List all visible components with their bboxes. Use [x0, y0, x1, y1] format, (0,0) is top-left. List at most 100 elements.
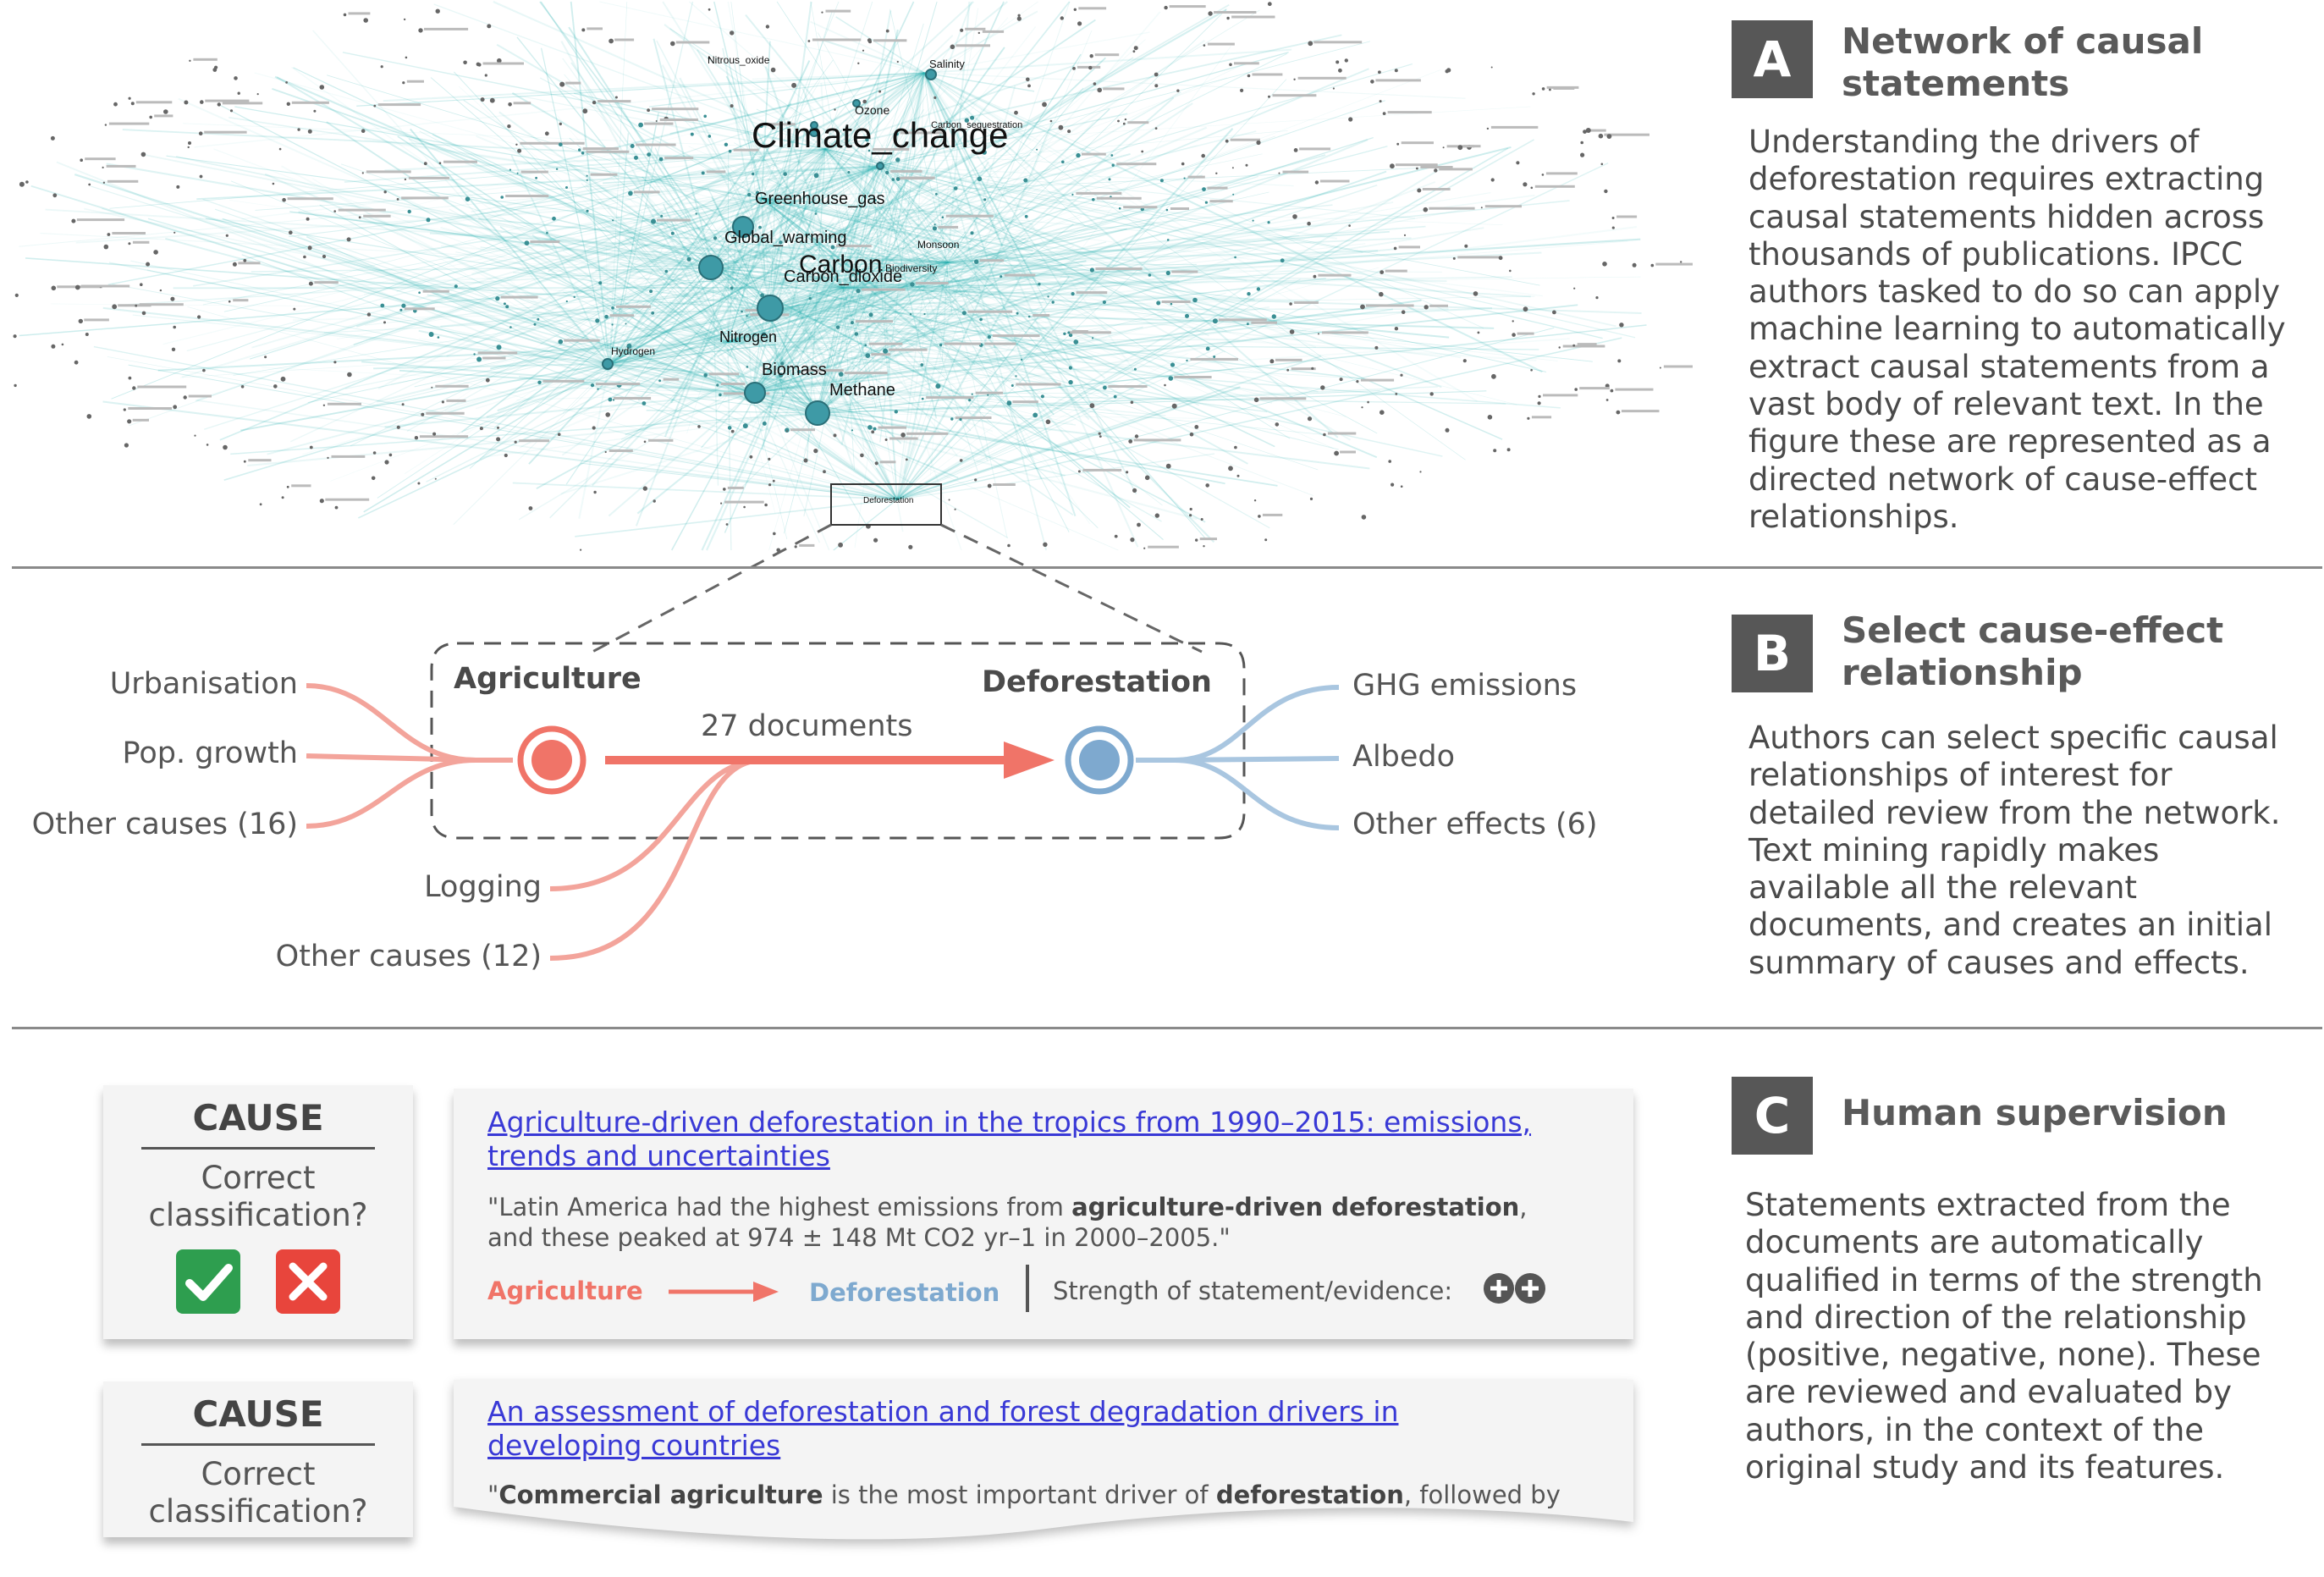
network-node — [128, 96, 131, 100]
network-node — [183, 395, 187, 400]
network-edge — [818, 228, 949, 263]
network-node — [1225, 139, 1229, 143]
network-edge — [769, 247, 1397, 312]
network-edge — [102, 400, 898, 500]
network-edge — [760, 273, 844, 289]
network-edge — [824, 148, 1210, 337]
document-title-line[interactable]: trends and uncertainties — [487, 1139, 830, 1172]
document-title-link[interactable]: Agriculture-driven deforestation in the … — [487, 1106, 1531, 1173]
network-edge — [336, 267, 713, 340]
network-edge — [561, 309, 771, 456]
network-node — [813, 173, 819, 179]
panel-c-body-line: qualified in terms of the strength — [1745, 1261, 2263, 1299]
network-node-text-mark — [132, 240, 150, 244]
network-hub-node — [810, 121, 818, 130]
network-edge — [896, 483, 914, 500]
network-edge — [293, 67, 713, 268]
network-node-text-mark — [1209, 200, 1233, 203]
network-edge — [40, 232, 713, 268]
network-edge — [84, 207, 729, 343]
network-node — [611, 323, 614, 326]
network-node — [592, 426, 596, 430]
network-node-text-mark — [137, 385, 187, 389]
network-edge — [353, 165, 881, 345]
network-node-text-mark — [1375, 79, 1421, 82]
network-edge — [947, 262, 1255, 301]
network-node — [1378, 70, 1381, 74]
network-node — [794, 545, 797, 549]
network-edge — [541, 47, 610, 365]
network-node-text-mark — [664, 157, 694, 160]
network-node — [1143, 547, 1146, 549]
network-node — [838, 372, 844, 377]
network-node — [194, 434, 196, 437]
network-node — [1202, 187, 1206, 192]
network-node — [405, 56, 408, 59]
network-edge — [194, 72, 925, 148]
network-edge — [298, 211, 844, 289]
network-node-text-mark — [204, 130, 247, 134]
panel-b-body-line: summary of causes and effects. — [1749, 944, 2250, 981]
network-node — [708, 8, 711, 11]
network-edge — [815, 324, 898, 500]
network-edge — [642, 176, 771, 311]
network-node — [960, 28, 964, 32]
network-edge — [633, 165, 881, 224]
accept-button[interactable] — [176, 1249, 240, 1314]
network-node — [173, 231, 176, 234]
network-edge — [896, 46, 1231, 500]
reject-button[interactable] — [276, 1249, 340, 1314]
network-node — [508, 102, 512, 107]
document-title-line[interactable]: developing countries — [487, 1429, 781, 1462]
network-node-text-mark — [1322, 331, 1369, 334]
network-node — [580, 549, 582, 551]
network-edge — [824, 148, 875, 362]
network-edge — [274, 75, 713, 269]
network-edge — [769, 146, 898, 311]
network-node — [733, 234, 735, 237]
network-node — [867, 38, 872, 42]
network-node — [273, 384, 278, 389]
network-edge — [609, 343, 779, 365]
network-edge — [625, 392, 752, 436]
network-node — [473, 353, 476, 356]
network-edge — [223, 165, 881, 312]
network-edge — [581, 183, 729, 343]
network-node — [407, 209, 411, 214]
network-node — [1200, 518, 1203, 521]
network-node — [212, 68, 218, 72]
network-node — [1530, 186, 1534, 190]
network-node — [614, 96, 618, 99]
network-edge — [471, 148, 826, 212]
network-edge — [712, 267, 1558, 361]
network-node — [834, 108, 836, 111]
network-node-text-mark — [1282, 170, 1309, 174]
network-node-text-mark — [944, 342, 981, 345]
network-node — [987, 394, 989, 396]
document-title-link[interactable]: An assessment of deforestation and fores… — [487, 1395, 1398, 1463]
document-title-line[interactable]: An assessment of deforestation and fores… — [487, 1395, 1399, 1428]
network-edge — [418, 338, 610, 365]
network-node — [865, 138, 869, 142]
network-edge — [656, 40, 898, 500]
document-title-line[interactable]: Agriculture-driven deforestation in the … — [487, 1106, 1532, 1139]
network-edge — [90, 185, 752, 394]
network-node — [1245, 163, 1248, 167]
network-edge — [817, 1, 938, 414]
network-edge — [463, 99, 713, 268]
network-edge — [824, 64, 1075, 150]
network-node-text-mark — [1004, 273, 1036, 277]
network-edge — [609, 363, 1166, 416]
network-node — [206, 444, 209, 446]
network-edge — [326, 121, 898, 500]
network-node — [282, 197, 286, 202]
network-node — [1527, 416, 1530, 420]
panel-c-badge: C — [1732, 1077, 1813, 1155]
network-node — [590, 383, 595, 388]
network-node — [1208, 11, 1213, 16]
network-edge — [842, 1, 1071, 289]
network-node — [515, 143, 518, 146]
network-node — [785, 427, 790, 433]
network-node — [363, 18, 369, 23]
network-node-text-mark — [500, 295, 538, 299]
